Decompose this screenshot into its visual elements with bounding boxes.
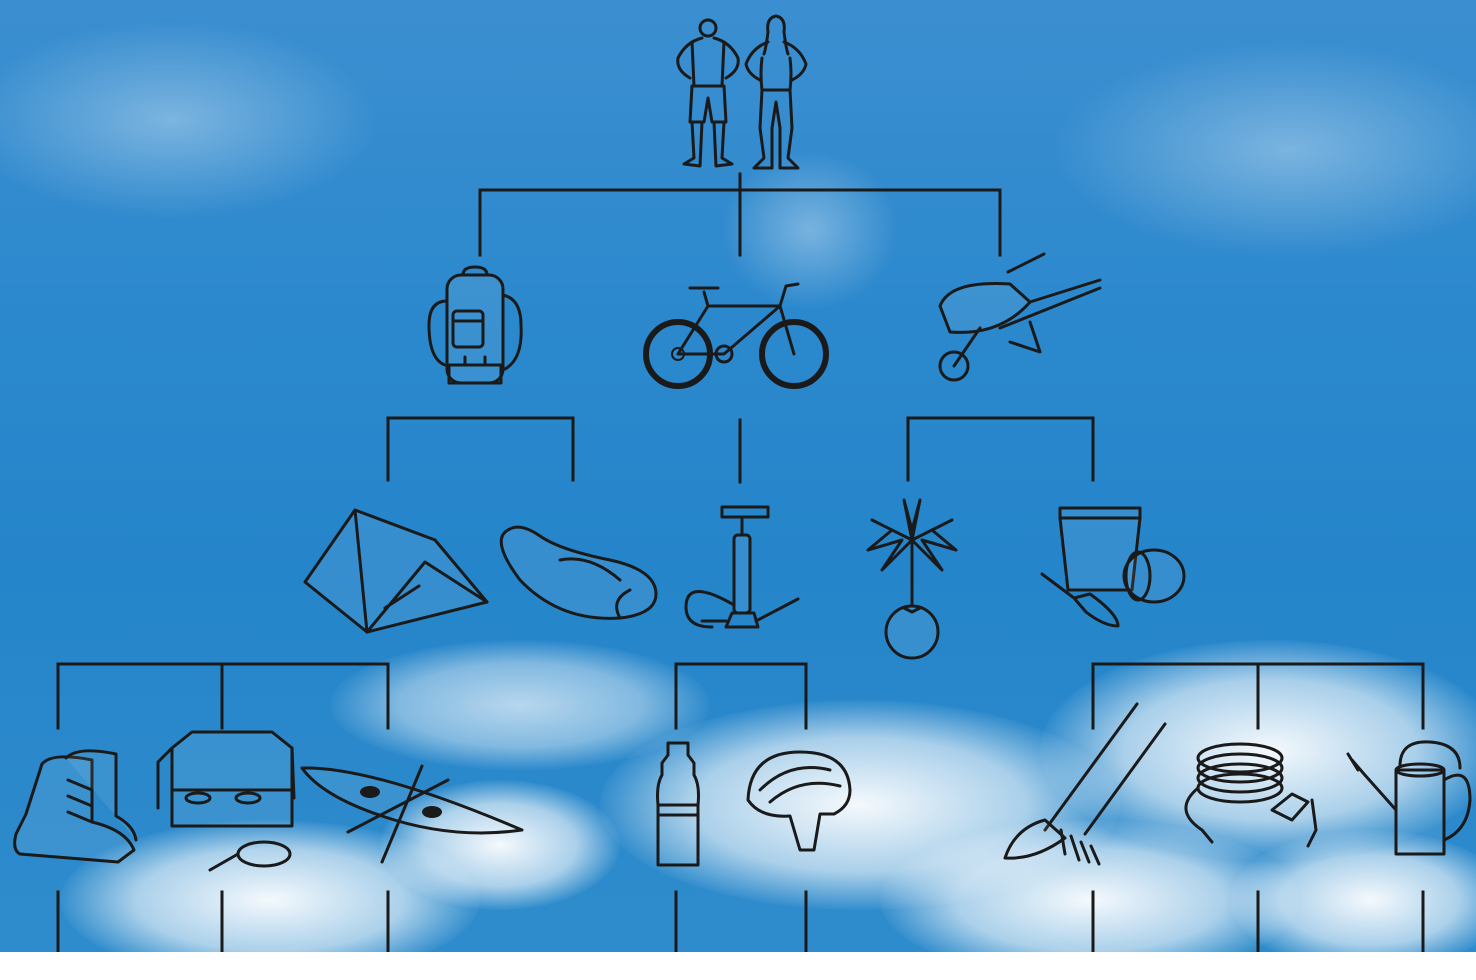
backpack-icon: [427, 265, 523, 385]
flower-pots-icon: [1040, 506, 1186, 628]
potted-tree-icon: [866, 498, 958, 660]
connector-root: [478, 172, 1002, 257]
watering-can-icon: [1346, 740, 1472, 856]
wheelbarrow-icon: [938, 252, 1102, 382]
kayak-icon: [300, 764, 524, 864]
connector-bottom: [56, 890, 1425, 952]
couple-icon: [676, 14, 808, 170]
connector-pump: [674, 662, 808, 730]
sleeping-bag-icon: [499, 525, 658, 620]
camp-stove-icon: [156, 730, 296, 872]
bike-helmet-icon: [746, 750, 852, 852]
bicycle-icon: [643, 282, 829, 389]
water-bottle-icon: [656, 741, 700, 867]
connector-wheelbarrow: [906, 416, 1095, 482]
hiking-boots-icon: [13, 749, 138, 864]
connector-pots: [1091, 662, 1425, 730]
tent-icon: [303, 508, 489, 634]
connector-backpack: [386, 416, 575, 482]
bicycle-pump-icon: [684, 505, 800, 629]
garden-hose-icon: [1184, 742, 1318, 848]
shovel-rake-icon: [1003, 702, 1167, 866]
connector-tent: [56, 662, 390, 730]
tree-diagram: [13, 14, 1472, 952]
